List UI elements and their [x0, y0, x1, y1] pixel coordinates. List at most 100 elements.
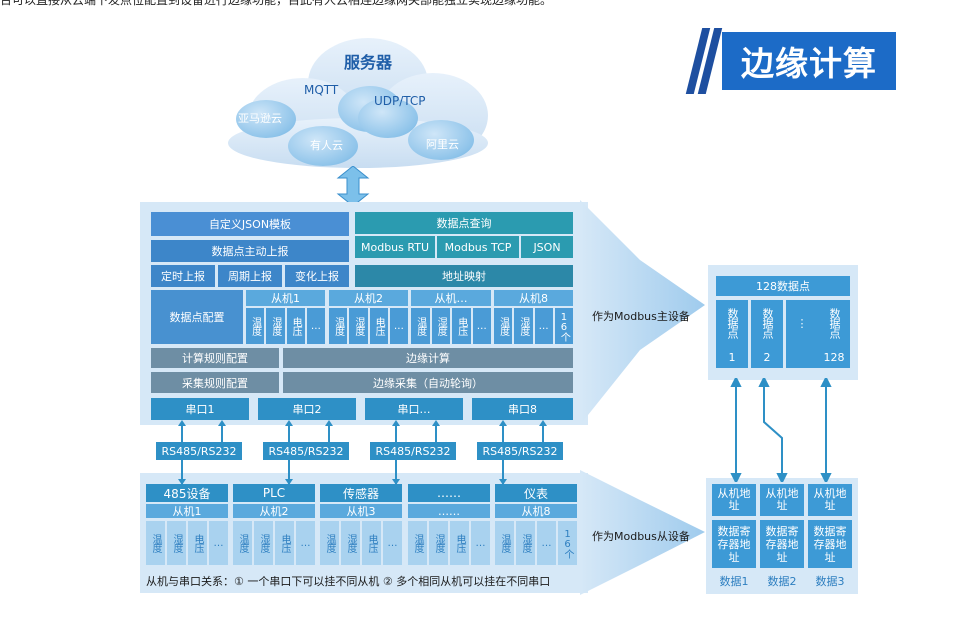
slave-address: 从机地址	[712, 484, 756, 516]
rs-line-down	[288, 460, 290, 484]
rs-arrow-down	[178, 479, 186, 485]
query-modbus-tcp: Modbus TCP	[437, 236, 519, 258]
device-cell: 温度	[320, 521, 339, 565]
slave-flow-arrow	[580, 470, 705, 595]
data-query: 数据点查询	[355, 212, 573, 234]
device-cell: …	[471, 521, 490, 565]
report-periodic: 周期上报	[218, 265, 282, 287]
address-map: 地址映射	[355, 265, 573, 287]
slave-cell: 温度	[246, 308, 265, 344]
rs-line-up	[542, 424, 544, 442]
json-template: 自定义JSON模板	[151, 212, 349, 236]
slave-header: 从机2	[329, 290, 408, 306]
query-modbus-rtu: Modbus RTU	[355, 236, 435, 258]
register-links	[730, 378, 832, 482]
rs-line-up	[395, 424, 397, 442]
data-point-label: ⋮	[786, 300, 818, 346]
device-cell: 电压	[188, 521, 207, 565]
port-3: 串口…	[365, 398, 463, 420]
device-cell: 电压	[450, 521, 469, 565]
rs-arrow-up	[432, 420, 440, 426]
device-slave: 从机8	[495, 504, 577, 518]
data-points-title: 128数据点	[716, 276, 850, 296]
data-point-label: 数据点	[818, 300, 850, 346]
rs-arrow-down	[392, 479, 400, 485]
slave-cell: 16个	[554, 308, 573, 344]
master-flow-arrow	[580, 200, 705, 425]
port-1: 串口1	[151, 398, 249, 420]
device-slave: 从机3	[320, 504, 402, 518]
device-slave: 从机2	[233, 504, 315, 518]
rs-line-down	[502, 460, 504, 484]
slave-cell: …	[534, 308, 553, 344]
rs-arrow-up	[499, 420, 507, 426]
rs-line-up	[328, 424, 330, 442]
data-point-number: 2	[751, 346, 783, 368]
slave-cell: 湿度	[514, 308, 533, 344]
device-name: 485设备	[146, 484, 228, 502]
dp-config: 数据点配置	[151, 290, 243, 344]
data-point-label: 数据点	[751, 300, 783, 346]
device-cell: …	[296, 521, 315, 565]
report-timed: 定时上报	[151, 265, 215, 287]
cloud-aliyun: 阿里云	[426, 138, 459, 151]
device-name: ……	[408, 484, 490, 502]
slave-address: 从机地址	[760, 484, 804, 516]
slave-cell: …	[306, 308, 325, 344]
rs-arrow-down	[499, 479, 507, 485]
rs-arrow-up	[178, 420, 186, 426]
query-json: JSON	[521, 236, 573, 258]
register-data-name: 数据3	[815, 575, 845, 588]
calc-rule: 计算规则配置	[151, 348, 279, 368]
device-name: PLC	[233, 484, 315, 502]
data-point-number: 128	[818, 346, 850, 368]
device-cell: 温度	[233, 521, 252, 565]
edge-computing-badge: 边缘计算	[685, 28, 896, 94]
data-point-label: 数据点	[716, 300, 748, 346]
slave-cell: 电压	[452, 308, 471, 344]
rs-label: RS485/RS232	[263, 442, 349, 460]
slave-label: 作为Modbus从设备	[592, 530, 690, 543]
register-address: 数据寄存器地址	[760, 520, 804, 568]
rs-arrow-up	[325, 420, 333, 426]
slave-cell: 温度	[329, 308, 348, 344]
port-8: 串口8	[472, 398, 573, 420]
rs-line-up	[435, 424, 437, 442]
slave-cell: 湿度	[349, 308, 368, 344]
rs-label: RS485/RS232	[477, 442, 563, 460]
slave-header: 从机…	[411, 290, 491, 306]
master-label: 作为Modbus主设备	[592, 310, 690, 323]
device-cell: 湿度	[254, 521, 273, 565]
device-name: 仪表	[495, 484, 577, 502]
device-name: 传感器	[320, 484, 402, 502]
device-cell: …	[383, 521, 402, 565]
rs-label: RS485/RS232	[156, 442, 242, 460]
active-report: 数据点主动上报	[151, 240, 349, 262]
rs-line-down	[181, 460, 183, 484]
slave-cell: 电压	[369, 308, 388, 344]
slave-cell: …	[472, 308, 491, 344]
rs-line-up	[288, 424, 290, 442]
rs-arrow-up	[218, 420, 226, 426]
cloud-link-arrow	[336, 165, 370, 207]
device-cell: …	[537, 521, 556, 565]
rs-line-up	[221, 424, 223, 442]
device-cell: 湿度	[167, 521, 186, 565]
slave-header: 从机1	[246, 290, 325, 306]
device-cell: …	[209, 521, 228, 565]
register-address: 数据寄存器地址	[712, 520, 756, 568]
device-cell: 湿度	[516, 521, 535, 565]
slave-cell: 温度	[494, 308, 513, 344]
slave-cell: …	[389, 308, 408, 344]
port-2: 串口2	[258, 398, 356, 420]
collect-rule: 采集规则配置	[151, 372, 279, 393]
edge-collect: 边缘采集（自动轮询）	[283, 372, 573, 393]
rs-line-up	[502, 424, 504, 442]
cloud-server: 服务器 MQTT UDP/TCP 亚马逊云 有人云 阿里云	[228, 38, 488, 168]
slave-cell: 湿度	[431, 308, 450, 344]
register-data-name: 数据2	[767, 575, 797, 588]
device-slave: 从机1	[146, 504, 228, 518]
rs-arrow-up	[285, 420, 293, 426]
device-cell: 电压	[362, 521, 381, 565]
slave-cell: 温度	[411, 308, 430, 344]
